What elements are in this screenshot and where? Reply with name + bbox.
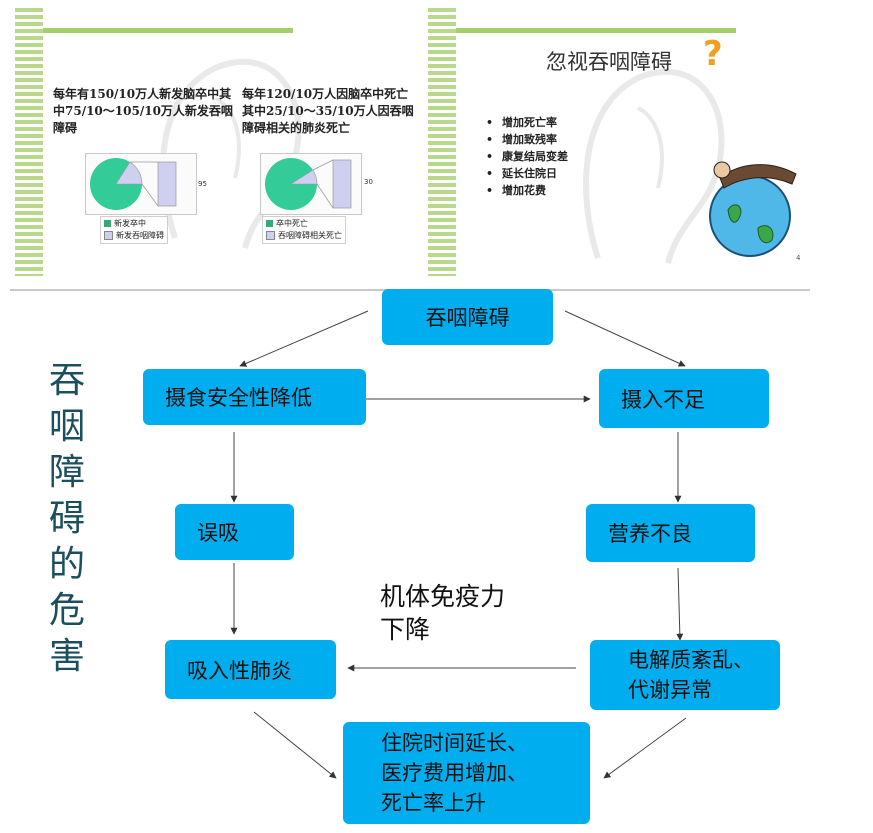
bullet-item: 增加花费 — [486, 182, 568, 199]
head-sketch-watermark — [583, 68, 725, 264]
arrow-dysphagia-to-safety — [239, 310, 369, 367]
node-line: 住院时间延长、 — [381, 731, 528, 755]
slide-header-bar — [43, 28, 293, 33]
question-mark-icon: ? — [703, 34, 723, 74]
node-line: 医疗费用增加、 — [381, 761, 528, 785]
node-line: 代谢异常 — [628, 678, 712, 702]
node-dysphagia: 吞咽障碍 — [382, 289, 553, 345]
bullet-item: 增加死亡率 — [486, 114, 568, 131]
slide2-title: 忽视吞咽障碍 — [546, 50, 672, 74]
slide1-right-text: 每年120/10万人因脑卒中死亡其中25/10～35/10万人因吞咽障碍相关的肺… — [242, 87, 414, 135]
immunity-note: 机体免疫力 下降 — [380, 580, 505, 646]
slide-header-bar — [456, 28, 736, 33]
legend-item: 新发吞咽障碍 — [116, 231, 164, 240]
node-line: 死亡率上升 — [381, 791, 486, 815]
node-line: 电解质紊乱、 — [628, 648, 754, 672]
node-outcomes: 住院时间延长、 医疗费用增加、 死亡率上升 — [343, 722, 590, 824]
node-eating-safety-reduced: 摄食安全性降低 — [143, 369, 366, 425]
arrow-dysphagia-to-intake — [564, 310, 686, 367]
slide1-left-text: 每年有150/10万人新发脑卒中其中75/10～105/10万人新发吞咽障碍 — [53, 87, 233, 135]
right-bar-label: 30 — [364, 178, 373, 186]
bullet-item: 康复结局变差 — [486, 148, 568, 165]
globe-person-icon — [709, 161, 797, 257]
note-line: 下降 — [380, 615, 431, 644]
node-insufficient-intake: 摄入不足 — [599, 369, 769, 428]
slide-stroke-statistics: 每年有150/10万人新发脑卒中其中75/10～105/10万人新发吞咽障碍 每… — [15, 8, 414, 276]
left-pie-chart — [85, 153, 197, 215]
bullet-item: 延长住院日 — [486, 165, 568, 182]
legend-item: 吞咽障碍相关死亡 — [278, 231, 342, 240]
legend-item: 卒中死亡 — [276, 219, 308, 228]
arrow-pneumonia-to-outcome — [253, 711, 337, 779]
left-bar-label: 95 — [198, 180, 207, 188]
diagram-title: 吞咽障碍的危害 — [48, 360, 85, 677]
bullet-item: 增加致残率 — [486, 131, 568, 148]
note-line: 机体免疫力 — [380, 582, 506, 611]
legend-item: 新发卒中 — [114, 219, 146, 228]
left-pie-legend: 新发卒中 新发吞咽障碍 — [100, 216, 168, 244]
slide-stripe-decoration — [428, 8, 456, 276]
node-malnutrition: 营养不良 — [586, 504, 755, 562]
node-electrolyte-disorder: 电解质紊乱、 代谢异常 — [590, 640, 780, 710]
slide-stripe-decoration — [15, 8, 43, 276]
slide2-bullet-list: 增加死亡率 增加致残率 康复结局变差 延长住院日 增加花费 — [486, 114, 568, 199]
node-aspiration-pneumonia: 吸入性肺炎 — [165, 640, 336, 699]
arrow-malnutrition-to-electrolyte — [676, 567, 684, 641]
slide-neglect-dysphagia: 忽视吞咽障碍 ? 增加死亡率 增加致残率 康复结局变差 延长住院日 增加花费 4 — [428, 8, 808, 276]
arrow-electrolyte-to-outcome — [603, 717, 687, 779]
right-pie-legend: 卒中死亡 吞咽障碍相关死亡 — [262, 216, 346, 244]
node-aspiration: 误吸 — [175, 504, 294, 560]
right-pie-chart — [260, 153, 362, 215]
slide-page-number: 4 — [796, 254, 801, 262]
